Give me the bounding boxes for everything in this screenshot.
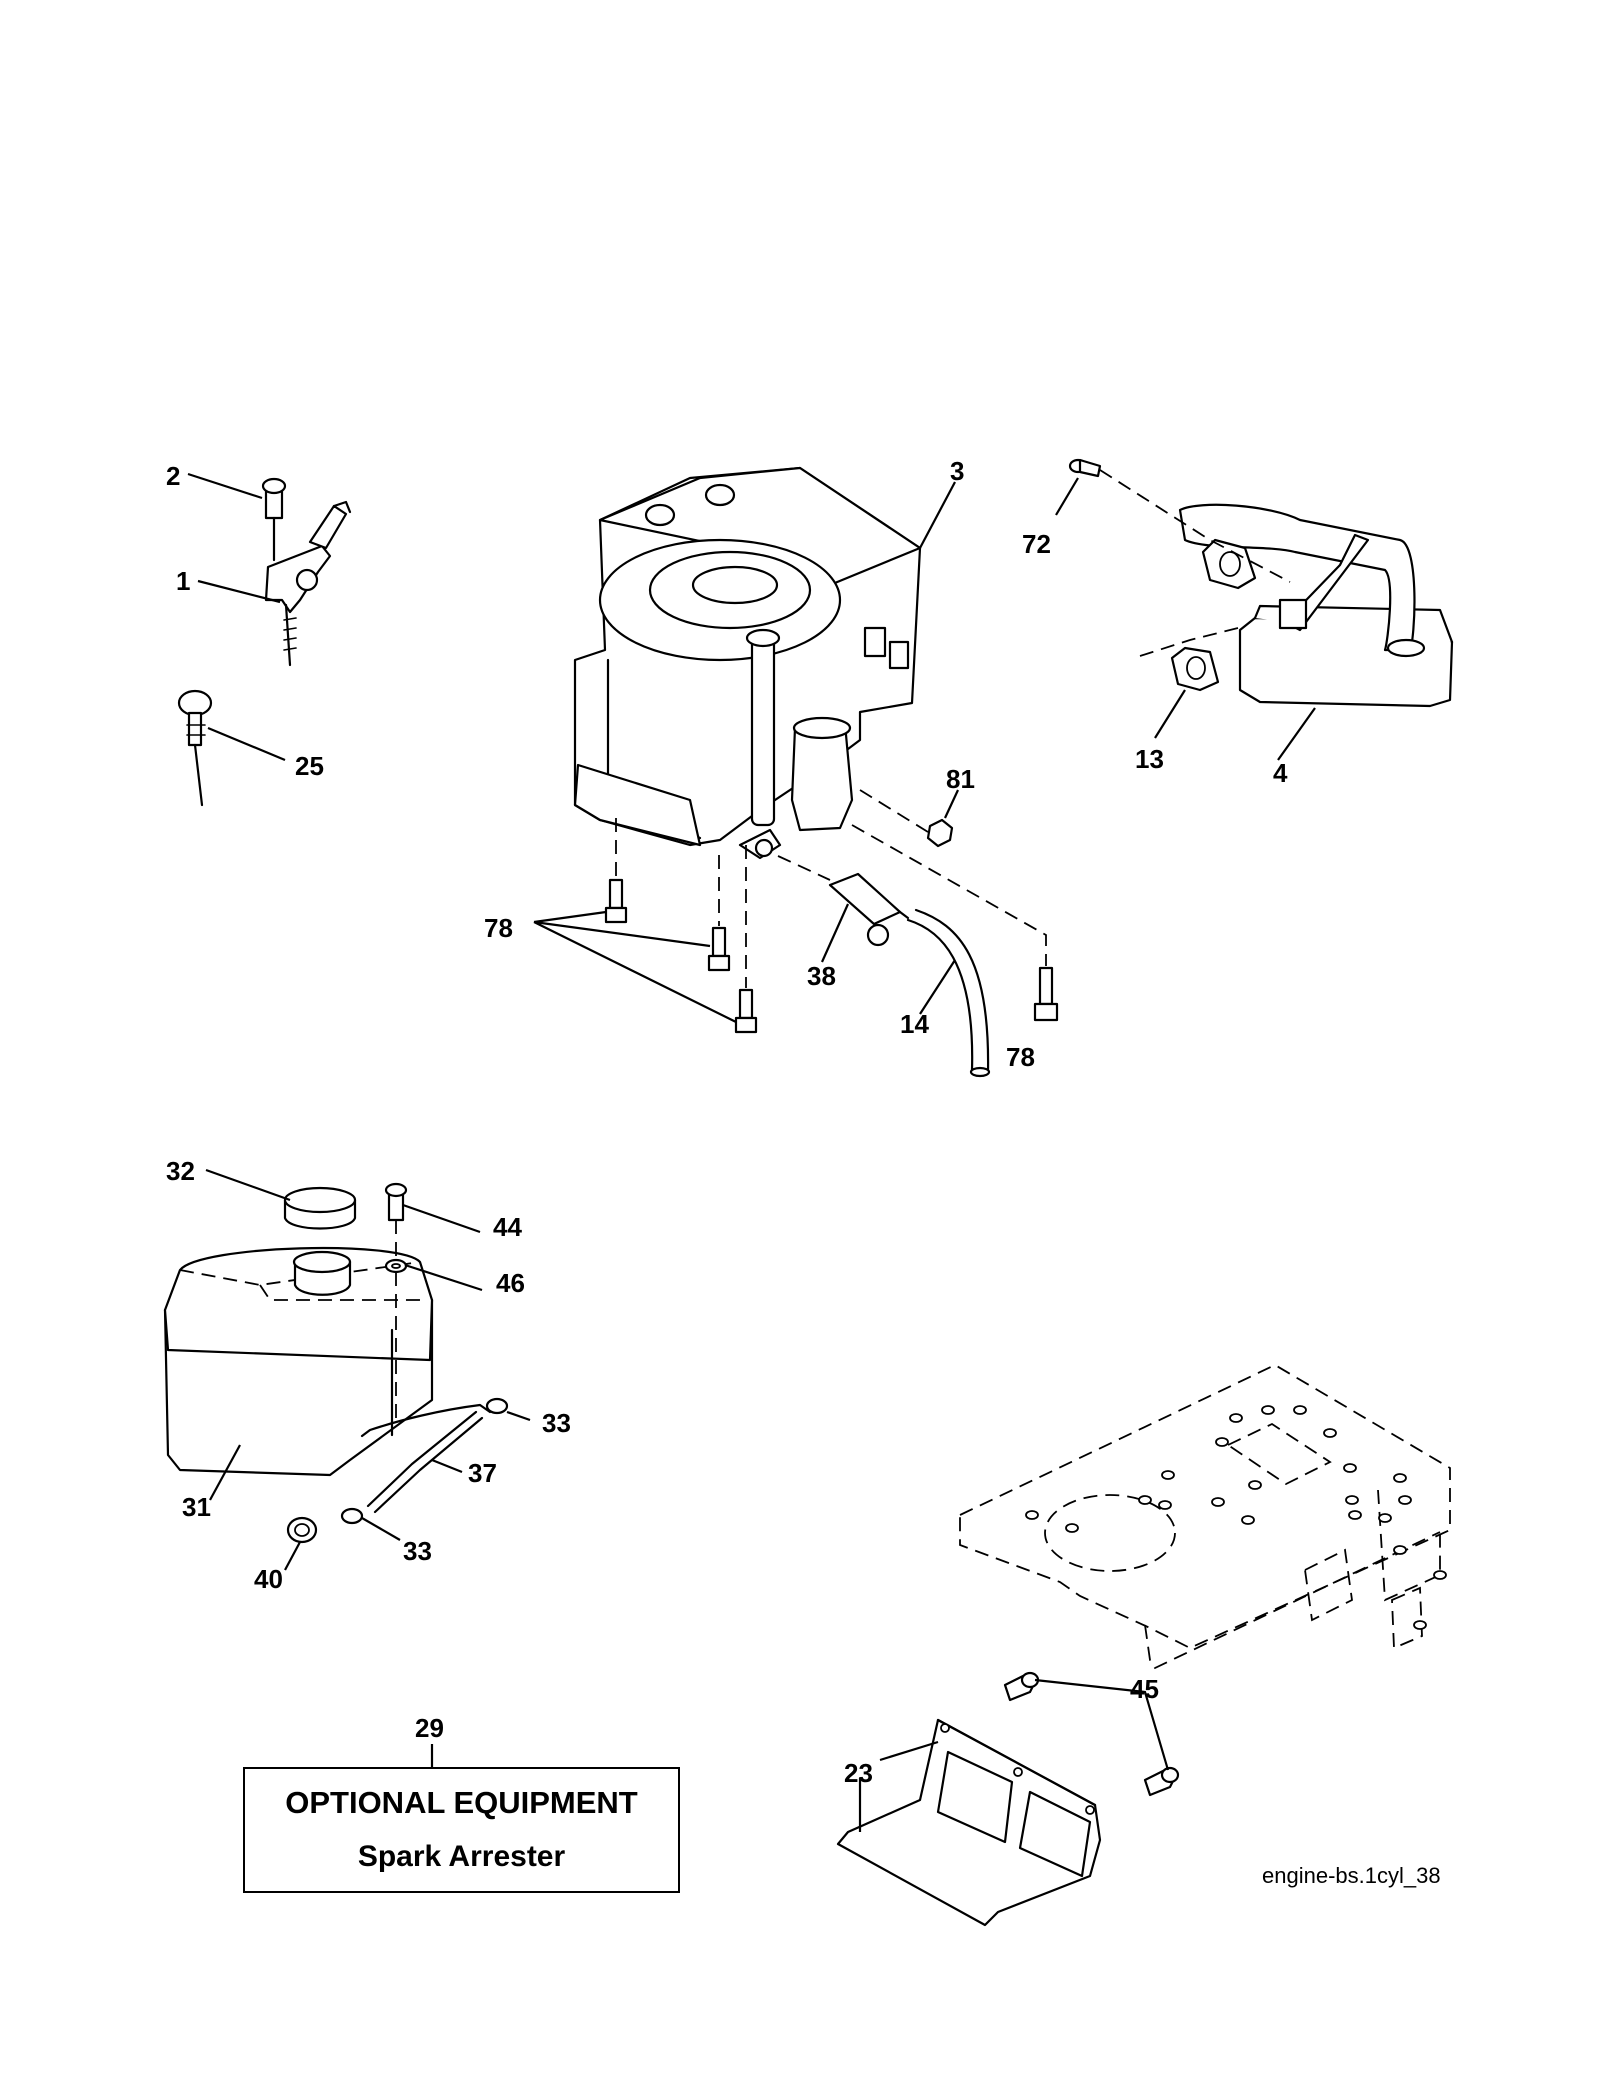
frame-hole: [1025, 1405, 1447, 1630]
callout-13: 13: [1135, 744, 1164, 774]
callout-40: 40: [254, 1564, 283, 1594]
fuel-tank-part: [163, 1246, 434, 1477]
callout-2: 2: [166, 461, 180, 491]
note-subtitle: Spark Arrester: [357, 1840, 566, 1873]
callout-33b: 33: [403, 1536, 432, 1566]
callout-81: 81: [946, 764, 975, 794]
callout-32: 32: [166, 1156, 195, 1186]
callout-72: 72: [1022, 529, 1051, 559]
throttle-bracket-part: [261, 477, 352, 667]
grommet-part: [286, 1516, 318, 1544]
callout-45: 45: [1130, 1674, 1159, 1704]
choke-knob-part: [177, 689, 213, 807]
note-title: OPTIONAL EQUIPMENT: [285, 1785, 638, 1820]
optional-equipment-box: OPTIONAL EQUIPMENT Spark Arrester: [243, 1767, 680, 1893]
callout-78b: 78: [1006, 1042, 1035, 1072]
callout-14: 14: [900, 1009, 929, 1039]
callout-44: 44: [493, 1212, 522, 1242]
fuel-line-part: [360, 1403, 492, 1514]
shield-screw-part: [1003, 1671, 1180, 1797]
engine-part: [573, 466, 922, 860]
callout-25: 25: [295, 751, 324, 781]
callout-29: 29: [415, 1713, 444, 1743]
callout-3: 3: [950, 456, 964, 486]
diagram-id: engine-bs.1cyl_38: [1262, 1863, 1441, 1888]
callout-31: 31: [182, 1492, 211, 1522]
fuel-cap-part: [283, 1186, 357, 1230]
callout-78a: 78: [484, 913, 513, 943]
tank-screw-part: [384, 1182, 408, 1420]
nut-part: [926, 818, 954, 848]
callout-23: 23: [844, 1758, 873, 1788]
callout-33a: 33: [542, 1408, 571, 1438]
callout-4: 4: [1273, 758, 1288, 788]
fuel-filter-part: [828, 872, 910, 947]
muffler-part: [1178, 503, 1454, 708]
muffler-bolt-part: [1068, 458, 1102, 478]
fuel-hose-part: [906, 908, 991, 1078]
hose-clamp-part: [340, 1397, 509, 1525]
callout-38: 38: [807, 961, 836, 991]
callout-37: 37: [468, 1458, 497, 1488]
frame-part: [959, 1363, 1451, 1670]
heat-shield-part: [836, 1718, 1102, 1927]
callout-1: 1: [176, 566, 190, 596]
mounting-bolt-part: [604, 878, 1059, 1034]
callout-46: 46: [496, 1268, 525, 1298]
exhaust-gasket-part: [1170, 538, 1257, 692]
